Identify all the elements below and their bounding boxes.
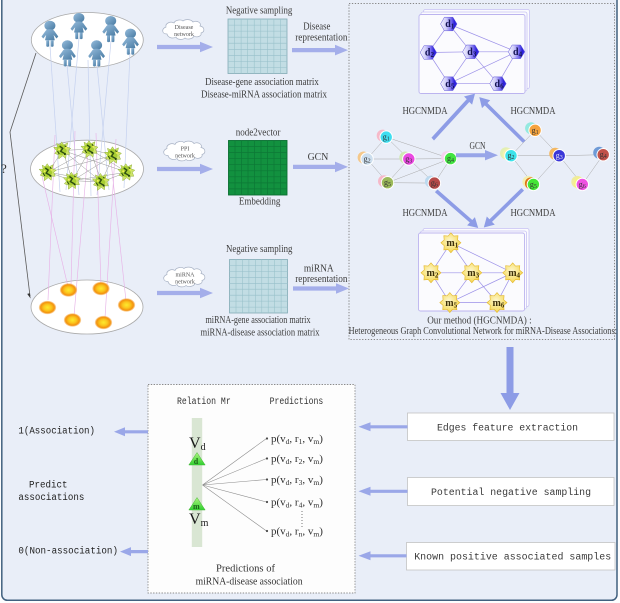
svg-text:d1: d1 [445, 19, 455, 31]
svg-text:Heterogeneous Graph Convolutio: Heterogeneous Graph Convolutional Networ… [349, 326, 617, 337]
svg-text:d5: d5 [445, 79, 455, 91]
svg-text:d3: d3 [467, 47, 477, 59]
svg-text:network: network [175, 154, 195, 160]
svg-text:g6: g6 [431, 179, 438, 189]
svg-text:node2vector: node2vector [236, 128, 281, 139]
svg-text:p(vd, rn, vm): p(vd, rn, vm) [271, 526, 323, 539]
svg-text:?: ? [1, 161, 7, 176]
svg-text:g4: g4 [447, 154, 454, 164]
svg-text:Embedding: Embedding [239, 197, 281, 208]
svg-text:g1: g1 [383, 133, 390, 143]
svg-text:network: network [175, 280, 195, 286]
svg-text:Potential negative sampling: Potential negative sampling [431, 487, 591, 499]
svg-text:Disease: Disease [175, 25, 194, 31]
svg-text:m: m [193, 502, 200, 511]
svg-text:m1: m1 [446, 238, 458, 250]
svg-text:GCN: GCN [308, 151, 329, 163]
svg-text:g3: g3 [405, 155, 412, 165]
svg-text:HGCNMDA: HGCNMDA [403, 208, 448, 219]
svg-text:d2: d2 [425, 48, 435, 60]
svg-text:Negative sampling: Negative sampling [226, 244, 293, 255]
svg-text:m2: m2 [427, 268, 439, 280]
svg-text:Negative sampling: Negative sampling [226, 5, 293, 16]
svg-text:GCN: GCN [470, 140, 486, 152]
svg-text:g2: g2 [364, 155, 371, 165]
svg-text:miRNA-gene association matrix: miRNA-gene association matrix [206, 315, 312, 326]
svg-text:g1: g1 [532, 126, 539, 136]
svg-text:Known positive associated samp: Known positive associated samples [414, 552, 611, 564]
svg-text:d4: d4 [513, 47, 523, 59]
svg-text:miRNA: miRNA [175, 272, 195, 278]
svg-text:1(Association): 1(Association) [18, 426, 95, 438]
svg-text:miRNA-disease association matr: miRNA-disease association matrix [201, 328, 321, 339]
svg-text:g5: g5 [530, 180, 537, 190]
svg-text:g2: g2 [508, 151, 515, 161]
svg-text:Predict: Predict [29, 479, 68, 491]
svg-text:miRNA: miRNA [304, 263, 334, 274]
svg-text:g3: g3 [556, 151, 563, 161]
svg-text:g5: g5 [384, 178, 391, 188]
svg-text:Predictions: Predictions [270, 396, 324, 408]
svg-text:d6: d6 [495, 79, 505, 91]
svg-text:p(vd, r4, vm): p(vd, r4, vm) [271, 497, 323, 510]
svg-text:HGCNMDA: HGCNMDA [403, 106, 448, 117]
svg-text:HGCNMDA: HGCNMDA [511, 106, 556, 117]
svg-text:network: network [174, 32, 194, 38]
svg-text:m3: m3 [467, 268, 479, 280]
svg-text:representation: representation [295, 274, 348, 285]
svg-text:Disease-gene association matri: Disease-gene association matrix [205, 77, 319, 88]
svg-text:Predictions of: Predictions of [216, 563, 275, 574]
svg-text:Disease-miRNA association matr: Disease-miRNA association matrix [201, 89, 328, 100]
svg-text:m5: m5 [445, 298, 457, 310]
svg-text:miRNA-disease association: miRNA-disease association [196, 576, 304, 587]
svg-text:p(vd, r2, vm): p(vd, r2, vm) [271, 453, 323, 466]
svg-text:d: d [194, 457, 199, 466]
svg-text:p(vd, r1, vm): p(vd, r1, vm) [271, 433, 323, 446]
svg-text:p(vd, r3, vm): p(vd, r3, vm) [271, 474, 323, 487]
svg-text:Edges feature extraction: Edges feature extraction [437, 423, 578, 435]
svg-text:g6: g6 [579, 180, 586, 190]
svg-text:associations: associations [18, 492, 84, 504]
svg-text:m4: m4 [508, 268, 520, 280]
svg-text:HGCNMDA: HGCNMDA [511, 208, 556, 219]
svg-text:0(Non-association): 0(Non-association) [18, 545, 118, 557]
svg-text:m6: m6 [493, 298, 505, 310]
svg-text:g4: g4 [600, 150, 607, 160]
svg-text:representation: representation [295, 33, 348, 44]
svg-text:Our method (HGCNMDA) :: Our method (HGCNMDA) : [427, 315, 532, 326]
svg-text:Disease: Disease [303, 21, 330, 32]
svg-text:PPI: PPI [181, 146, 190, 152]
svg-text:Relation Mr: Relation Mr [177, 396, 231, 408]
